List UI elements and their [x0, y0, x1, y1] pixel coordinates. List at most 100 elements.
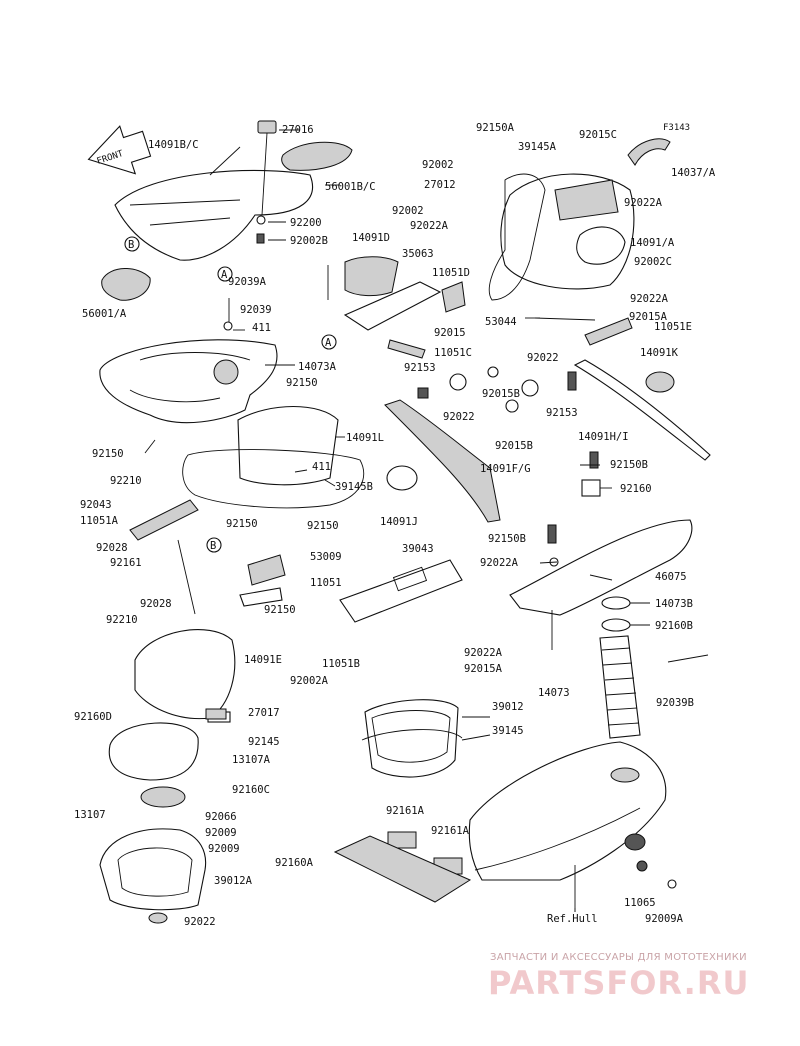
part-number-label: 92015: [434, 327, 466, 339]
part-number-label: 14037/A: [671, 167, 716, 179]
part-number-label: 92210: [106, 614, 138, 626]
part-number-label: 14091B/C: [148, 139, 199, 151]
part-number-label: 92161A: [386, 805, 425, 817]
part-number-label: 92015C: [579, 129, 617, 141]
part-number-label: 92015A: [464, 663, 503, 675]
part-number-label: 92150B: [488, 533, 526, 545]
part-number-labels: 14091B/C2701656001B/C9220092002B92039A56…: [74, 122, 716, 928]
part-number-label: 14091/A: [630, 237, 675, 249]
part-number-label: 14091L: [346, 432, 384, 444]
watermark-tagline: ЗАПЧАСТИ И АКСЕССУАРЫ ДЛЯ МОТОТЕХНИКИ: [490, 952, 747, 963]
part-number-label: 39012: [492, 701, 524, 713]
part-number-label: 92150: [286, 377, 318, 389]
part-number-label: 92028: [96, 542, 128, 554]
front-arrow-icon: [87, 125, 152, 175]
bracket-part: [343, 281, 442, 331]
ref-hull-label: Ref.Hull: [547, 913, 598, 925]
part-number-label: 92150: [92, 448, 124, 460]
part-number-label: 39145: [492, 725, 524, 737]
part-number-label: 92153: [404, 362, 436, 374]
part-number-label: 14091H/I: [578, 431, 629, 443]
part-number-label: 92022A: [624, 197, 663, 209]
part-number-label: 92002: [392, 205, 424, 217]
part-number-label: 92150: [226, 518, 258, 530]
part-number-label: 92153: [546, 407, 578, 419]
part-number-label: 14091K: [640, 347, 679, 359]
part-number-label: 92150: [264, 604, 296, 616]
part-number-label: 56001/A: [82, 308, 127, 320]
part-number-label: 92028: [140, 598, 172, 610]
part-number-label: 92160C: [232, 784, 270, 796]
part-number-label: 56001B/C: [325, 181, 376, 193]
cover-part: [237, 406, 339, 486]
part-number-label: 11051E: [654, 321, 692, 333]
part-number-label: 92022: [443, 411, 475, 423]
part-number-label: 92009: [208, 843, 240, 855]
part-number-label: 11065: [624, 897, 656, 909]
part-number-label: 14091J: [380, 516, 418, 528]
part-number-label: 92039B: [656, 697, 694, 709]
part-number-label: 14091D: [352, 232, 390, 244]
part-number-label: 39043: [402, 543, 434, 555]
part-drawings: [87, 120, 711, 924]
part-number-label: 92066: [205, 811, 237, 823]
part-number-label: 92022: [527, 352, 559, 364]
part-number-label: 92160: [620, 483, 652, 495]
reference-marker: A: [221, 269, 228, 281]
part-number-label: 53009: [310, 551, 342, 563]
part-number-label: 92161A: [431, 825, 470, 837]
part-number-label: 11051: [310, 577, 342, 589]
part-number-label: 39012A: [214, 875, 253, 887]
part-number-label: 27017: [248, 707, 280, 719]
hull-part: [468, 741, 667, 881]
lid-part: [134, 629, 236, 720]
part-number-label: 92145: [248, 736, 280, 748]
part-number-label: 92002A: [290, 675, 329, 687]
part-number-label: 92150A: [476, 122, 515, 134]
part-number-label: 92002: [422, 159, 454, 171]
part-number-label: 92022A: [410, 220, 449, 232]
part-number-label: 53044: [485, 316, 517, 328]
reference-marker: A: [325, 337, 332, 349]
part-number-label: 92015B: [495, 440, 533, 452]
reference-markers: B A A B: [124, 236, 337, 553]
side-panel-part: [384, 399, 501, 523]
part-number-label: 27012: [424, 179, 456, 191]
part-number-label: 14091E: [244, 654, 282, 666]
handle-part: [509, 519, 693, 616]
part-number-label: 14091F/G: [480, 463, 531, 475]
part-number-label: 27016: [282, 124, 314, 136]
part-number-label: 11051A: [80, 515, 119, 527]
storage-box-part: [364, 699, 459, 778]
part-number-label: 11051B: [322, 658, 360, 670]
part-number-label: 92022: [184, 916, 216, 928]
part-number-label: 14073A: [298, 361, 337, 373]
part-number-label: 92200: [290, 217, 322, 229]
part-number-label: 92039: [240, 304, 272, 316]
part-number-label: 92009: [205, 827, 237, 839]
part-number-label: 14073B: [655, 598, 693, 610]
front-hood-part: [114, 169, 313, 261]
part-number-label: 35063: [402, 248, 434, 260]
diagram-code: F3143: [663, 123, 690, 133]
part-number-label: 92022A: [630, 293, 669, 305]
part-number-label: 11051C: [434, 347, 472, 359]
bucket-part: [99, 828, 207, 911]
storage-tray-part: [99, 339, 278, 424]
part-number-label: 92160B: [655, 620, 693, 632]
reference-marker: B: [128, 239, 134, 251]
part-number-label: 39145A: [518, 141, 557, 153]
part-number-label: 46075: [655, 571, 687, 583]
part-number-label: 92043: [80, 499, 112, 511]
reference-marker: B: [210, 540, 216, 552]
part-number-label: 11051D: [432, 267, 470, 279]
part-number-label: 92160D: [74, 711, 112, 723]
part-number-label: 39145B: [335, 481, 373, 493]
part-number-label: 92009A: [645, 913, 684, 925]
part-number-label: 92022A: [464, 647, 503, 659]
part-number-label: 13107A: [232, 754, 271, 766]
part-number-label: 92015B: [482, 388, 520, 400]
part-number-label: 92150B: [610, 459, 648, 471]
meter-panel-part: [339, 559, 463, 623]
